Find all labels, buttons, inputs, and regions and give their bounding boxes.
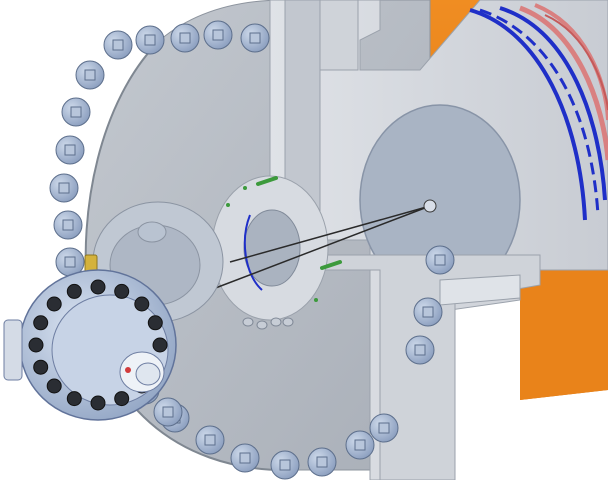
end-cap [3,269,177,421]
cap-nut [90,395,106,411]
cut-section [269,0,608,480]
flange-bolt [230,443,260,473]
green-pins [226,176,342,302]
cap-nut [46,378,62,394]
sealing-rings [469,3,608,221]
cap-nut [33,359,49,375]
flange-bolt [135,25,165,55]
perimeter-bolts [49,20,455,480]
flange-bolt [61,97,91,127]
flange-bolt [270,450,300,480]
flange-bolt [240,23,270,53]
flange-bolt [103,30,133,60]
cap-nut [46,296,62,312]
wire-anchor-nut [423,199,437,213]
flange-bolt [369,413,399,443]
flange-bolt [75,60,105,90]
cap-nut [66,391,82,407]
flange-bolt [195,425,225,455]
cap-nut [114,391,130,407]
cap-nut [152,337,168,353]
flange-bolt [53,210,83,240]
centre-bore [211,175,329,321]
flange-bolt [49,173,79,203]
cap-nut [147,315,163,331]
small-studs [242,317,294,330]
flange-bolt [425,245,455,275]
cap-nut [114,283,130,299]
cap-nut [66,283,82,299]
flange-bolt [55,135,85,165]
flange-bolt [170,23,200,53]
flange-bolt [405,335,435,365]
cap-nut [90,279,106,295]
flange-bolt [307,447,337,477]
side-clamp [3,319,23,381]
flange-bolt [345,430,375,460]
flange-bolt [413,297,443,327]
cap-nut [33,315,49,331]
cap-nut [134,296,150,312]
flange-bolt [203,20,233,50]
cap-nut [28,337,44,353]
flange-bolt [153,397,183,427]
